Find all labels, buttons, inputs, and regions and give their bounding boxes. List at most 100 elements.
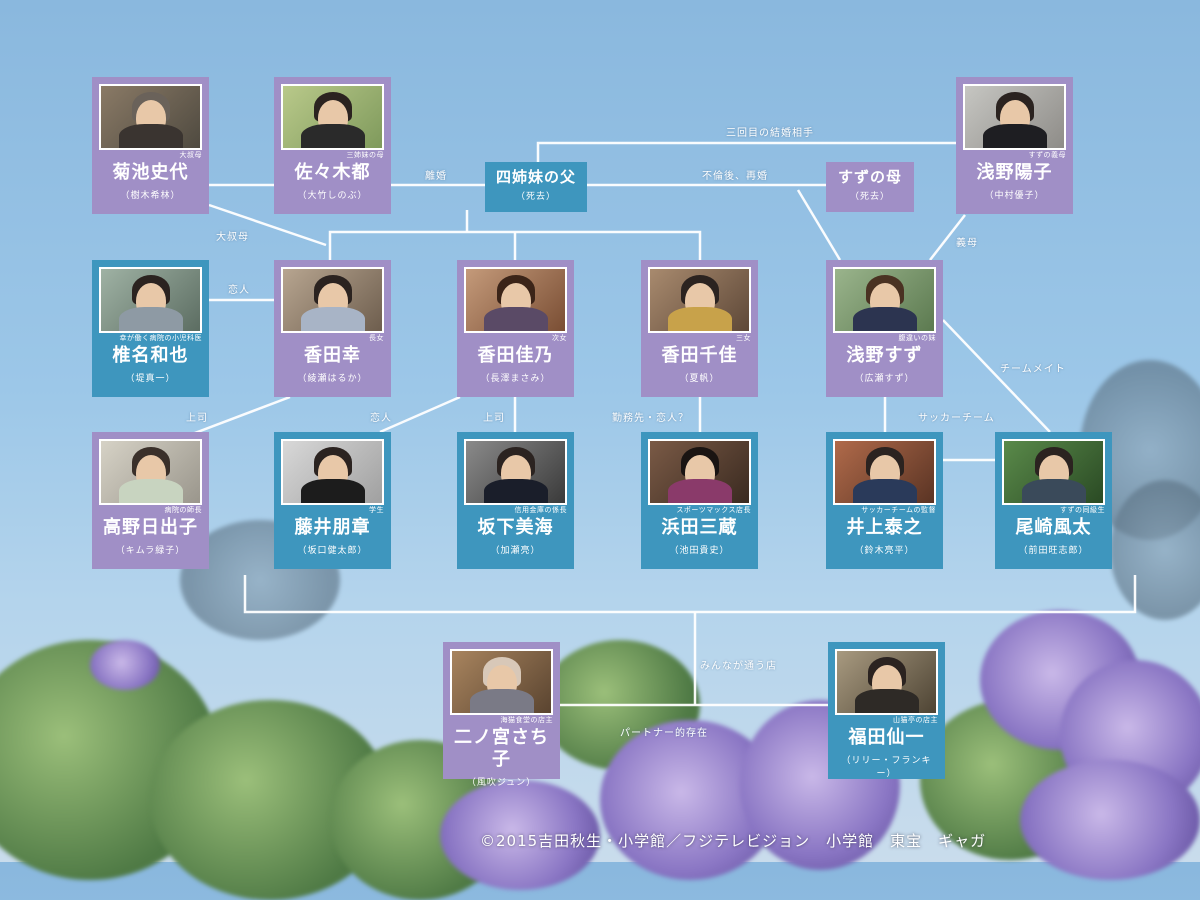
role-ozaki: すずの同級生 — [1060, 506, 1105, 514]
rel-lover-1: 恋人 — [228, 285, 250, 296]
portrait-takano — [99, 439, 202, 505]
actor-suzu-mother: （死去） — [849, 192, 890, 202]
portrait-sachi — [281, 267, 384, 333]
card-fujii: 学生 藤井朋章 （坂口健太郎） — [274, 432, 391, 569]
role-ninomiya: 海猫食堂の店主 — [500, 716, 553, 724]
name-kikuchi: 菊池史代 — [112, 162, 189, 183]
name-ninomiya: 二ノ宮さち子 — [454, 727, 549, 770]
card-yoshino: 次女 香田佳乃 （長澤まさみ） — [457, 260, 574, 397]
role-yoshino: 次女 — [552, 334, 567, 342]
name-suzu-mother: すずの母 — [837, 168, 902, 186]
card-sakashita: 信用金庫の係長 坂下美海 （加瀬亮） — [457, 432, 574, 569]
role-fujii: 学生 — [369, 506, 384, 514]
card-takano: 病院の師長 高野日出子 （キムラ緑子） — [92, 432, 209, 569]
relationship-chart: 三回目の結婚相手 離婚 不倫後、再婚 大叔母 恋人 義母 上司 恋人 上司 勤務… — [0, 77, 1200, 900]
role-kikuchi: 大叔母 — [179, 151, 202, 159]
portrait-yoshino — [464, 267, 567, 333]
actor-father: （死去） — [515, 192, 556, 202]
name-shiina: 椎名和也 — [112, 345, 189, 366]
rel-stepmother: 義母 — [956, 238, 978, 249]
portrait-chika — [648, 267, 751, 333]
card-kikuchi: 大叔母 菊池史代 （樹木希林） — [92, 77, 209, 214]
role-fukuda: 山猫亭の店主 — [893, 716, 938, 724]
name-sasaki: 佐々木都 — [294, 162, 371, 183]
role-sakashita: 信用金庫の係長 — [514, 506, 567, 514]
portrait-sakashita — [464, 439, 567, 505]
portrait-ozaki — [1002, 439, 1105, 505]
name-inoue: 井上泰之 — [846, 517, 923, 538]
rel-everyone-shop: みんなが通う店 — [700, 661, 777, 672]
card-shiina: 幸が働く病院の小児科医 椎名和也 （堤真一） — [92, 260, 209, 397]
name-suzu: 浅野すず — [846, 345, 923, 366]
rel-third-marriage: 三回目の結婚相手 — [726, 128, 814, 139]
role-takano: 病院の師長 — [164, 506, 202, 514]
card-hamada: スポーツマックス店長 浜田三蔵 （池田貴史） — [641, 432, 758, 569]
actor-chika: （夏帆） — [679, 374, 720, 384]
card-chika: 三女 香田千佳 （夏帆） — [641, 260, 758, 397]
actor-takano: （キムラ緑子） — [115, 546, 186, 556]
actor-sasaki: （大竹しのぶ） — [297, 191, 368, 201]
card-ninomiya: 海猫食堂の店主 二ノ宮さち子 （風吹ジュン） — [443, 642, 560, 788]
name-sachi: 香田幸 — [304, 345, 361, 366]
role-sachi: 長女 — [369, 334, 384, 342]
role-chika: 三女 — [736, 334, 751, 342]
name-yoshino: 香田佳乃 — [477, 345, 554, 366]
portrait-asano-yoko — [963, 84, 1066, 150]
card-fukuda: 山猫亭の店主 福田仙一 （リリー・フランキー） — [828, 642, 945, 779]
card-sasaki: 三姉妹の母 佐々木都 （大竹しのぶ） — [274, 77, 391, 214]
actor-yoshino: （長澤まさみ） — [480, 374, 551, 384]
name-ozaki: 尾崎風太 — [1015, 517, 1092, 538]
portrait-ninomiya — [450, 649, 553, 715]
role-hamada: スポーツマックス店長 — [676, 506, 751, 514]
portrait-hamada — [648, 439, 751, 505]
actor-suzu: （広瀬すず） — [854, 374, 915, 384]
name-fukuda: 福田仙一 — [848, 727, 925, 748]
box-father: 四姉妹の父 （死去） — [485, 162, 587, 212]
portrait-suzu — [833, 267, 936, 333]
role-shiina: 幸が働く病院の小児科医 — [119, 334, 202, 342]
card-ozaki: すずの同級生 尾崎風太 （前田旺志郎） — [995, 432, 1112, 569]
rel-great-aunt: 大叔母 — [216, 232, 249, 243]
actor-fukuda: （リリー・フランキー） — [841, 756, 932, 779]
rel-boss-2: 上司 — [483, 413, 505, 424]
card-suzu: 腹違いの妹 浅野すず （広瀬すず） — [826, 260, 943, 397]
portrait-kikuchi — [99, 84, 202, 150]
portrait-fujii — [281, 439, 384, 505]
rel-affair-remarriage: 不倫後、再婚 — [702, 171, 768, 182]
rel-soccer-team: サッカーチーム — [918, 413, 995, 424]
actor-hamada: （池田貴史） — [669, 546, 730, 556]
card-asano-yoko: すずの義母 浅野陽子 （中村優子） — [956, 77, 1073, 214]
portrait-inoue — [833, 439, 936, 505]
portrait-sasaki — [281, 84, 384, 150]
card-inoue: サッカーチームの監督 井上泰之 （鈴木亮平） — [826, 432, 943, 569]
rel-work-lover: 勤務先・恋人？ — [612, 413, 689, 424]
name-father: 四姉妹の父 — [495, 168, 576, 186]
actor-inoue: （鈴木亮平） — [854, 546, 915, 556]
role-asano-yoko: すずの義母 — [1028, 151, 1066, 159]
name-hamada: 浜田三蔵 — [661, 517, 738, 538]
actor-ninomiya: （風吹ジュン） — [466, 778, 537, 788]
rel-partner: パートナー的存在 — [620, 728, 708, 739]
copyright-notice: ©2015吉田秋生・小学館／フジテレビジョン 小学館 東宝 ギャガ — [480, 832, 987, 850]
rel-boss-1: 上司 — [186, 413, 208, 424]
actor-kikuchi: （樹木希林） — [120, 191, 181, 201]
portrait-fukuda — [835, 649, 938, 715]
actor-shiina: （堤真一） — [125, 374, 176, 384]
actor-sakashita: （加瀬亮） — [490, 546, 541, 556]
name-fujii: 藤井朋章 — [294, 517, 371, 538]
actor-ozaki: （前田旺志郎） — [1018, 546, 1089, 556]
actor-fujii: （坂口健太郎） — [297, 546, 368, 556]
name-chika: 香田千佳 — [661, 345, 738, 366]
portrait-shiina — [99, 267, 202, 333]
rel-lover-2: 恋人 — [370, 413, 392, 424]
role-inoue: サッカーチームの監督 — [861, 506, 936, 514]
role-sasaki: 三姉妹の母 — [346, 151, 384, 159]
name-sakashita: 坂下美海 — [477, 517, 554, 538]
rel-divorce: 離婚 — [425, 171, 447, 182]
name-takano: 高野日出子 — [103, 517, 198, 538]
box-suzu-mother: すずの母 （死去） — [826, 162, 914, 212]
card-sachi: 長女 香田幸 （綾瀬はるか） — [274, 260, 391, 397]
rel-teammate: チームメイト — [1000, 364, 1066, 375]
actor-sachi: （綾瀬はるか） — [297, 374, 368, 384]
name-asano-yoko: 浅野陽子 — [976, 162, 1053, 183]
